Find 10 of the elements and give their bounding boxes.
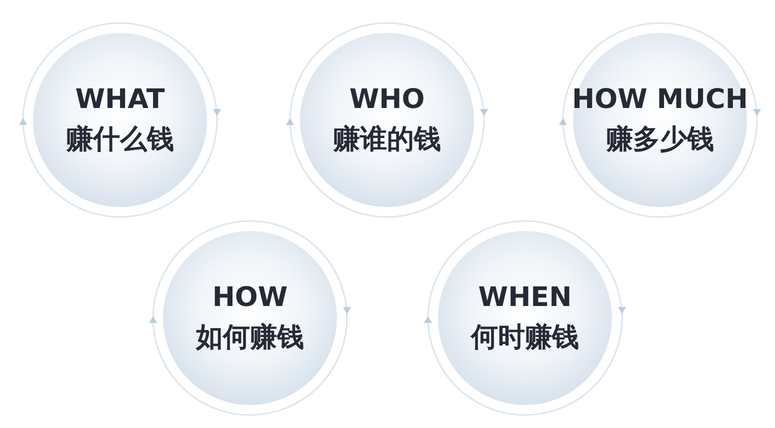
heading-text: HOW MUCH — [572, 83, 748, 117]
subtitle-text: 赚多少钱 — [606, 123, 714, 157]
heading-text: WHEN — [478, 281, 572, 315]
heading-text: WHAT — [75, 83, 165, 117]
subtitle-text: 赚什么钱 — [66, 123, 174, 157]
subtitle-text: 何时赚钱 — [471, 321, 579, 355]
subtitle-text: 如何赚钱 — [196, 321, 304, 355]
heading-text: WHO — [349, 83, 425, 117]
subtitle-text: 赚谁的钱 — [333, 123, 441, 157]
heading-text: HOW — [212, 281, 288, 315]
